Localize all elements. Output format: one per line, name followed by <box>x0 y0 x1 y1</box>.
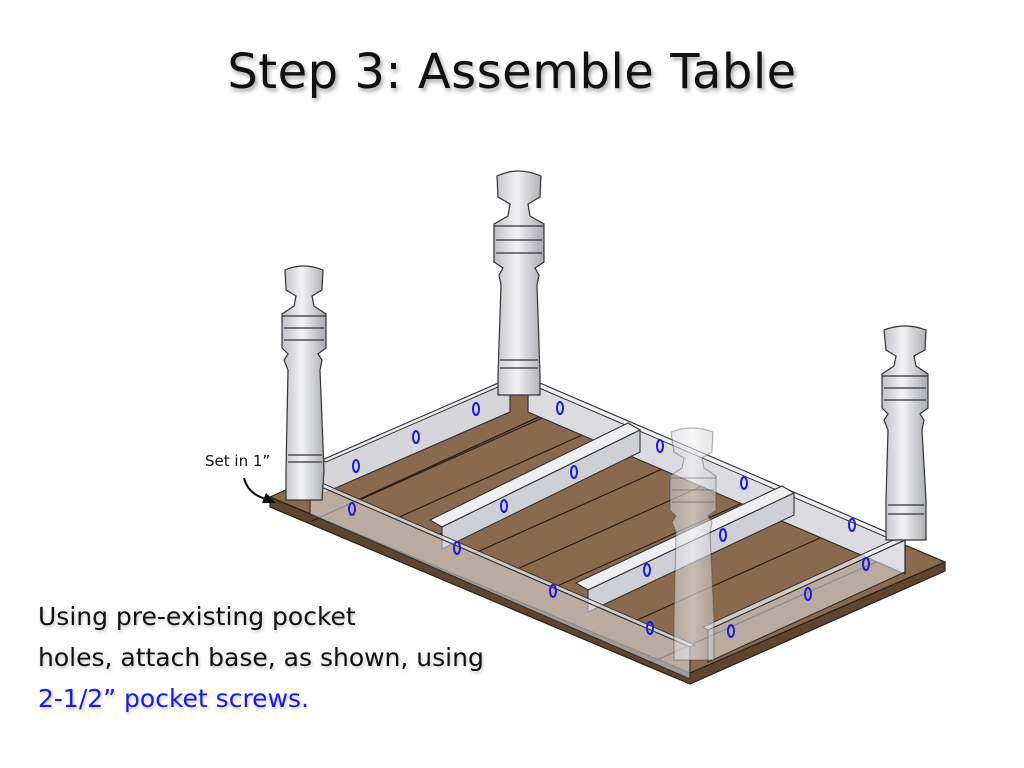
legs <box>281 170 929 661</box>
set-in-callout: Set in 1” <box>205 452 271 470</box>
pocket-hole-icon <box>646 621 654 635</box>
instruction-line-1: Using pre-existing pocket <box>38 602 356 631</box>
leg-back-center <box>493 170 545 396</box>
leg-back-right <box>881 325 929 541</box>
pocket-hole-icon <box>804 587 812 601</box>
pocket-hole-icon <box>453 541 461 555</box>
pocket-hole-icon <box>412 430 420 444</box>
pocket-hole-icon <box>549 584 557 598</box>
instruction-line-2: holes, attach base, as shown, using <box>38 643 484 672</box>
pocket-hole-icon <box>643 563 651 577</box>
pocket-holes <box>348 401 870 638</box>
leg-back-left <box>281 265 327 501</box>
pocket-hole-icon <box>500 499 508 513</box>
front-aprons <box>308 479 907 680</box>
pocket-hole-icon <box>740 476 748 490</box>
callout-arrow <box>243 477 267 500</box>
pocket-hole-icon <box>352 459 360 473</box>
pocket-hole-icon <box>472 402 480 416</box>
instruction-line-3: 2-1/2” pocket screws. <box>38 684 309 713</box>
pocket-hole-icon <box>348 502 356 516</box>
pocket-hole-icon <box>656 439 664 453</box>
pocket-hole-icon <box>570 465 578 479</box>
pocket-hole-icon <box>556 401 564 415</box>
pocket-hole-icon <box>727 624 735 638</box>
arrow-head-icon <box>262 493 276 503</box>
leg-front-ghost <box>669 427 717 661</box>
page-title: Step 3: Assemble Table <box>227 44 797 100</box>
pocket-hole-icon <box>848 518 856 532</box>
instructions: Using pre-existing pocket holes, attach … <box>38 596 498 719</box>
pocket-hole-icon <box>719 528 727 542</box>
pocket-hole-icon <box>862 557 870 571</box>
